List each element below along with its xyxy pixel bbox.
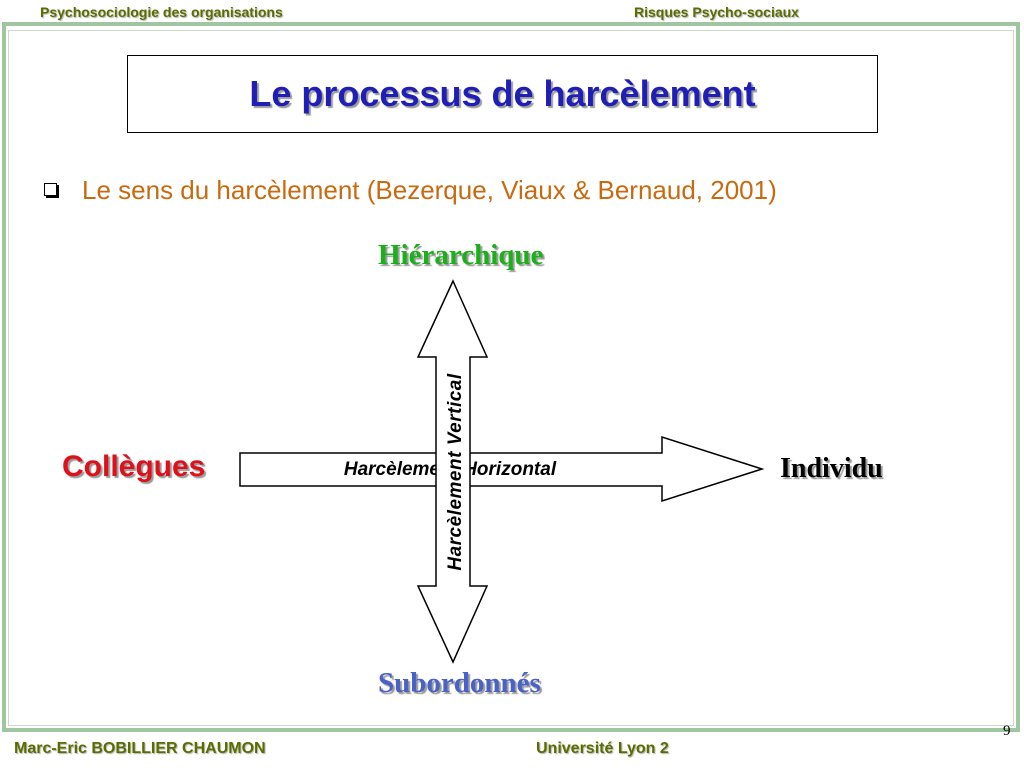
slide-frame-inner [8,30,1014,726]
page-number: 9 [1003,723,1011,739]
footer-author: Marc-Eric BOBILLIER CHAUMON [14,740,266,757]
slide-frame [2,22,1020,732]
header-course-title: Psychosociologie des organisations [40,4,283,20]
title-box: Le processus de harcèlement [127,55,878,133]
footer-university: Université Lyon 2 [536,740,669,757]
vertical-arrow-label: Harcèlement Vertical [445,373,466,571]
horizontal-arrow [239,435,765,503]
checkbox-bullet-icon [44,183,57,196]
slide-title: Le processus de harcèlement [249,73,756,114]
label-individu: Individu [780,453,883,484]
header-topic: Risques Psycho-sociaux [634,4,799,20]
vertical-arrow [416,279,489,664]
label-collegues: Collègues [62,450,206,483]
label-subordonnes: Subordonnés [378,667,541,699]
label-hierarchique: Hiérarchique [378,239,544,271]
bullet-text: Le sens du harcèlement (Bezerque, Viaux … [82,175,777,205]
